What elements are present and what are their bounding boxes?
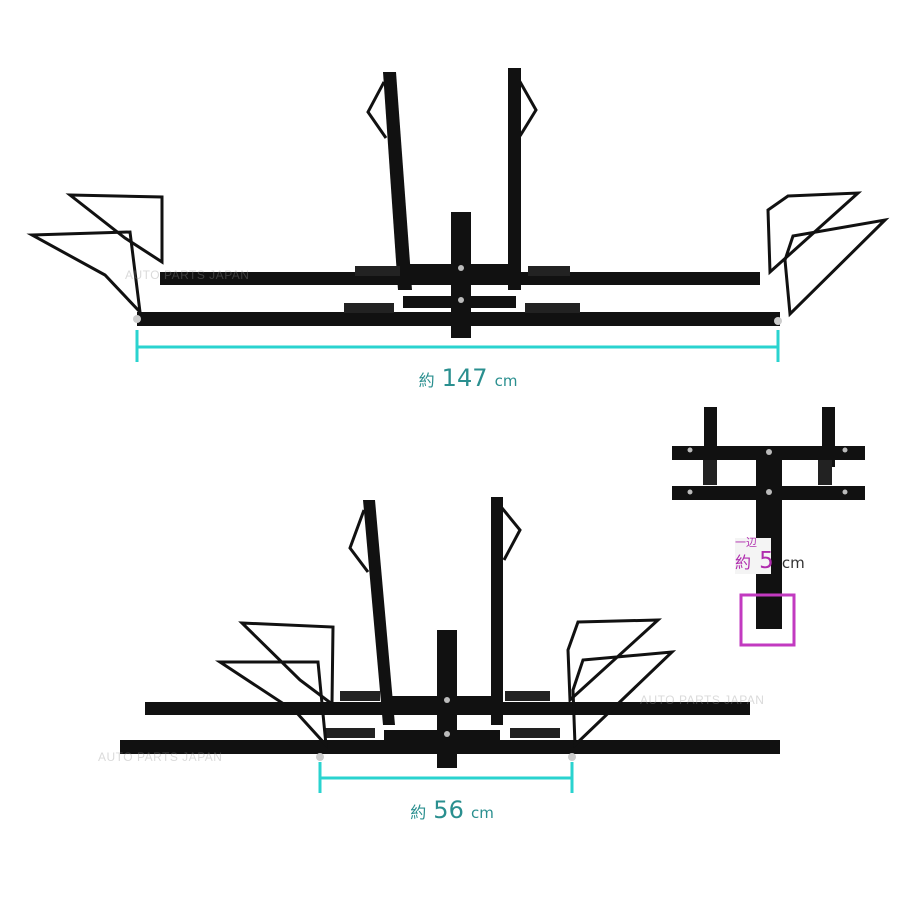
tube-value: 5 xyxy=(759,548,774,574)
width-unit: cm xyxy=(494,372,518,390)
tube-highlight-box xyxy=(739,593,796,647)
spacing-dimension-label: 約 56 cm xyxy=(410,796,494,824)
watermark: AUTO PARTS JAPAN xyxy=(640,693,765,707)
spacing-prefix: 約 xyxy=(410,803,427,822)
tube-unit: cm xyxy=(781,554,805,572)
spacing-dimension-line xyxy=(318,762,574,793)
hitch-detail-inset xyxy=(672,407,865,629)
width-dimension-label: 約 147 cm xyxy=(419,364,518,392)
tube-size-label: 一辺 約 5 cm xyxy=(735,536,805,574)
tube-prefix: 約 xyxy=(735,553,752,572)
bike-rack-bottom-view xyxy=(120,497,780,768)
width-value: 147 xyxy=(441,364,488,392)
watermark: AUTO PARTS JAPAN xyxy=(98,750,223,764)
spacing-unit: cm xyxy=(470,804,494,822)
tube-edge-label: 一辺 xyxy=(735,536,757,549)
width-prefix: 約 xyxy=(418,371,435,390)
bike-rack-top-view xyxy=(26,68,890,338)
watermark: AUTO PARTS JAPAN xyxy=(125,268,250,282)
spacing-value: 56 xyxy=(433,796,464,824)
width-dimension-line xyxy=(135,330,780,362)
